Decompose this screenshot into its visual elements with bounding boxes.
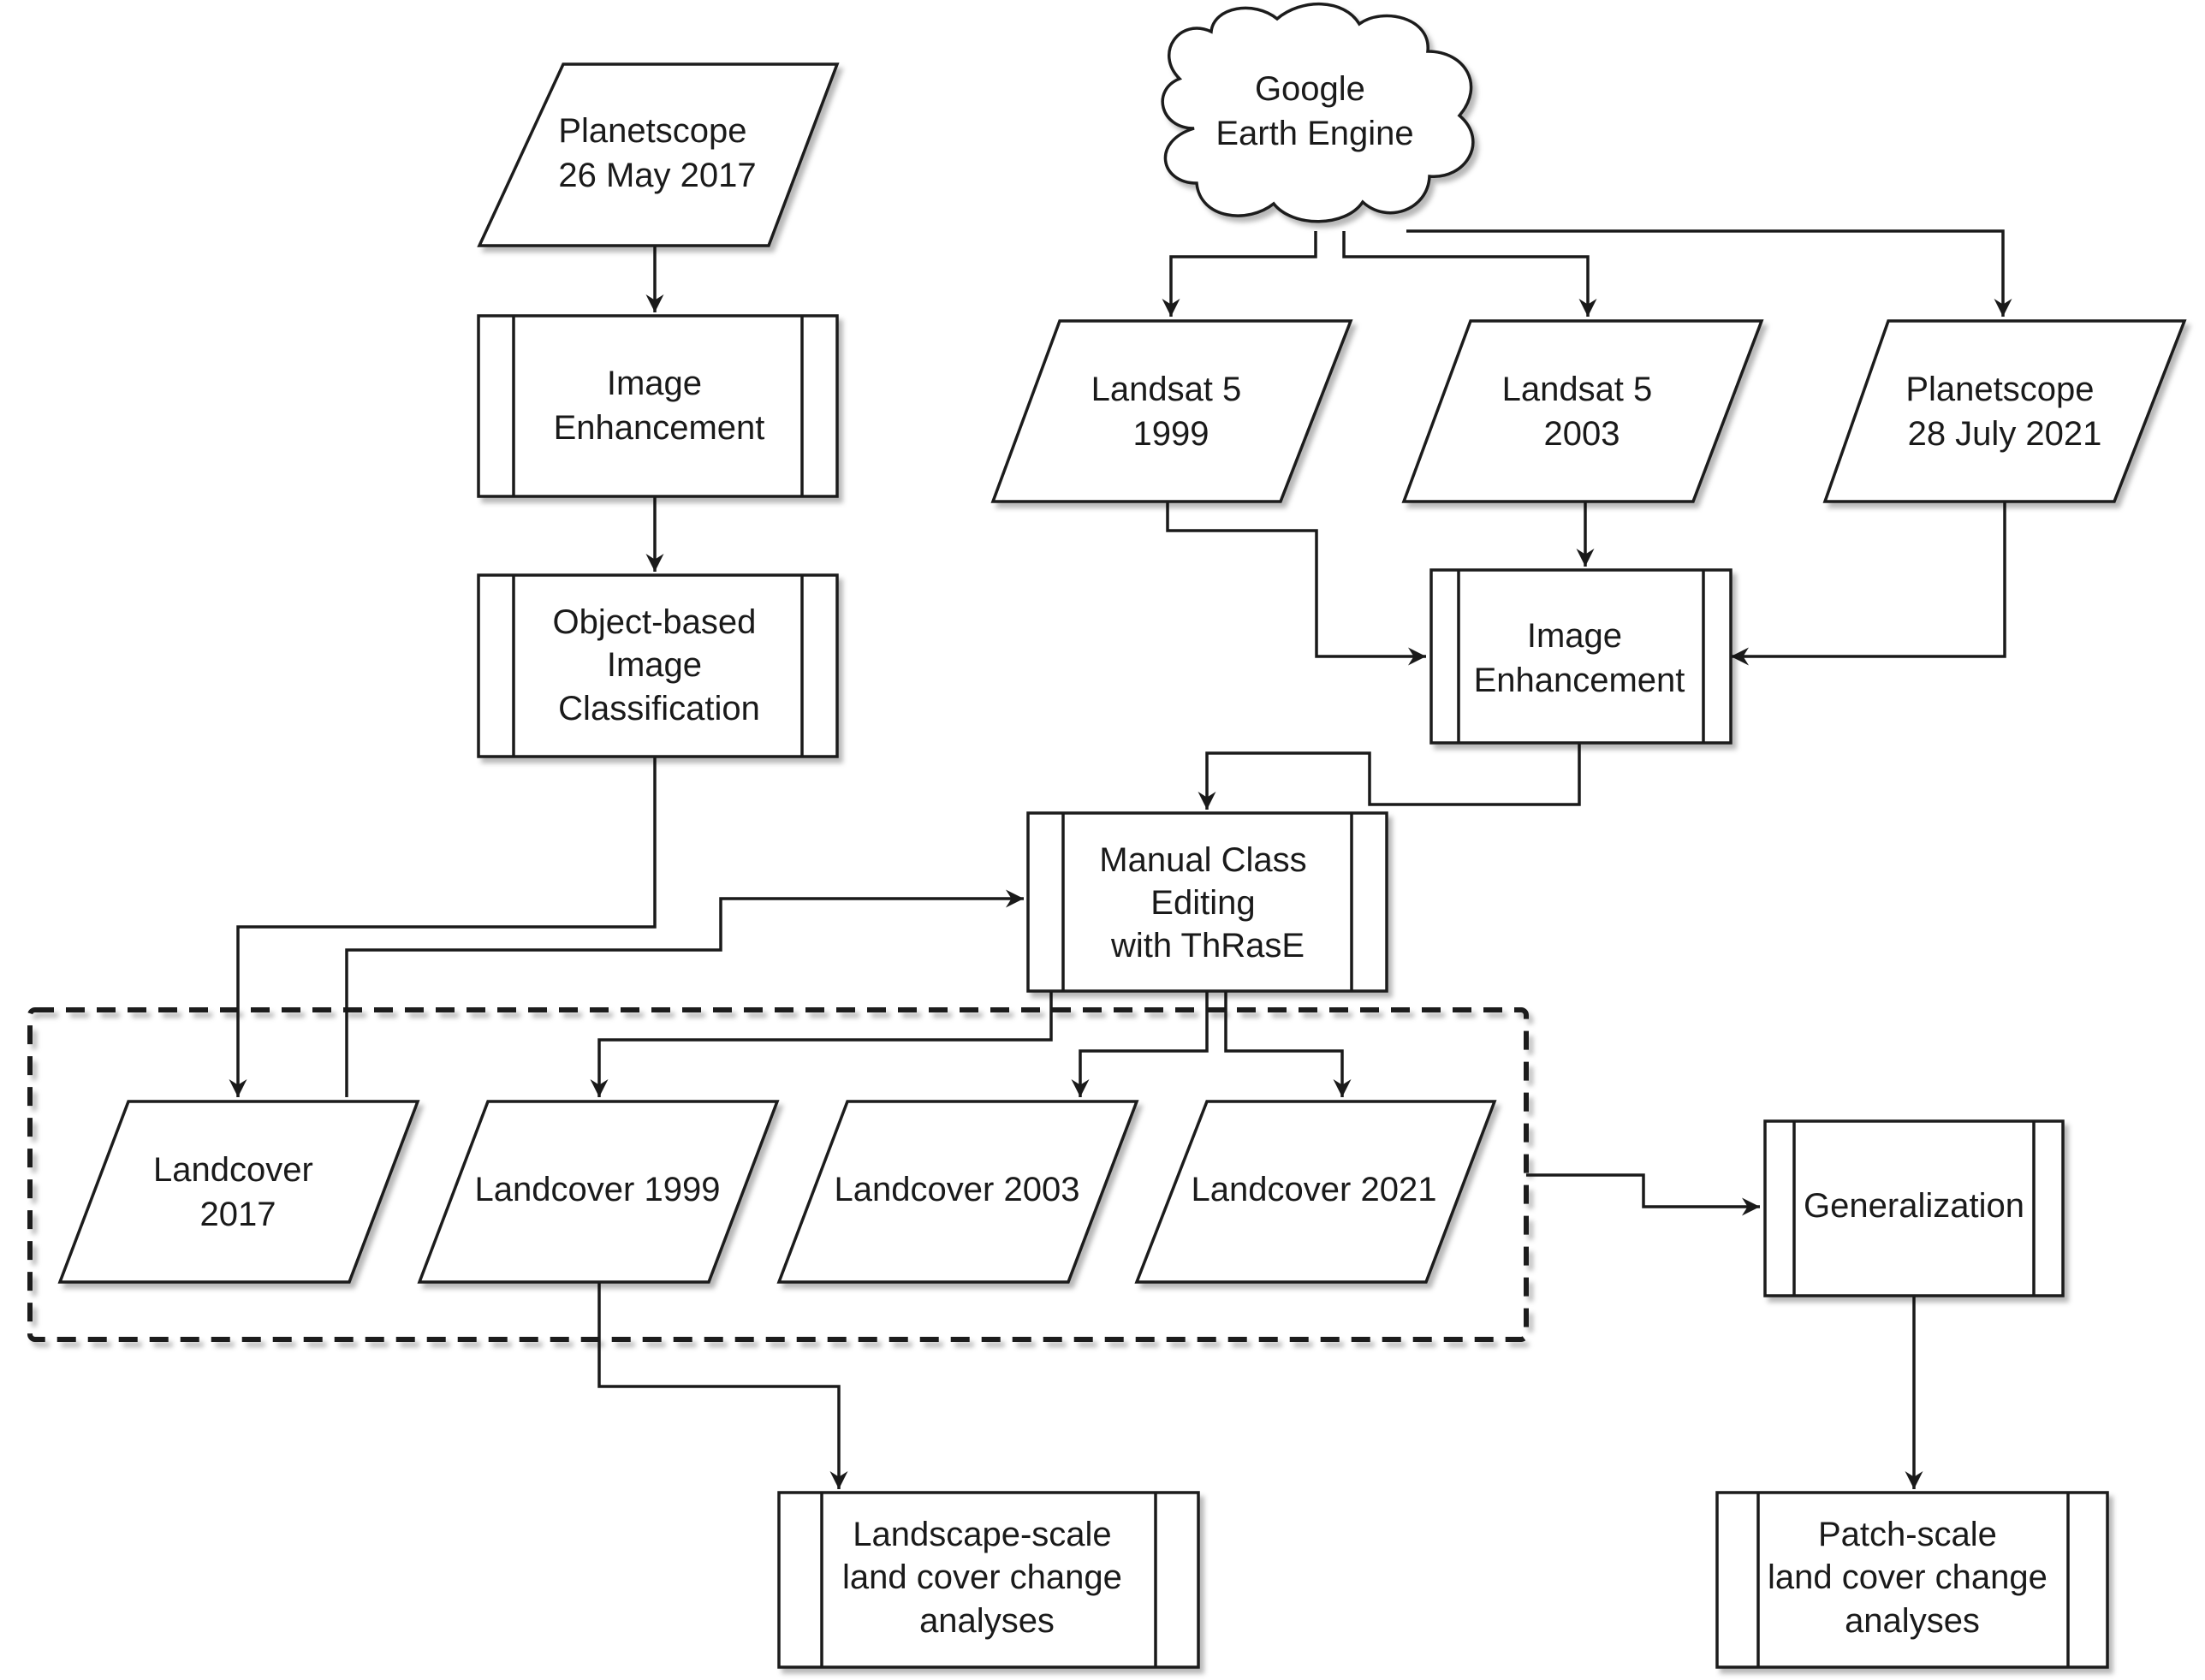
- node-landcover-1999: Landcover 1999: [417, 1100, 780, 1284]
- parallelogram-shape: [1822, 319, 2187, 503]
- patch-line-2: land cover change: [1768, 1558, 2048, 1596]
- edge-manual-to-lc2021: [1224, 991, 1352, 1097]
- node-image-enhancement-left: Image Enhancement: [477, 314, 839, 498]
- node-landsat-2003-label: Landsat 5 2003: [1502, 371, 1662, 453]
- ps2017-line-1: Planetscope: [558, 112, 746, 150]
- patch-line-3: analyses: [1845, 1602, 1980, 1640]
- node-patch-scale-analyses: Patch-scale land cover change analyses: [1715, 1491, 2109, 1669]
- gee-line-1: Google: [1255, 70, 1365, 108]
- process-box: [477, 573, 839, 758]
- cloud-icon: [1161, 3, 1475, 223]
- node-landcover-2003-label: Landcover 2003: [835, 1171, 1080, 1208]
- node-landscape-scale-analyses: Landscape-scale land cover change analys…: [777, 1491, 1200, 1669]
- parallelogram-shape: [990, 319, 1353, 503]
- patch-line-1: Patch-scale: [1818, 1516, 1997, 1553]
- ls1999-line-2: 1999: [1133, 415, 1209, 453]
- process-box: [1763, 1119, 2065, 1297]
- parallelogram-shape: [417, 1100, 780, 1284]
- obia-line-3: Classification: [558, 690, 760, 727]
- obia-line-1: Object-based: [552, 603, 756, 641]
- lc2021-line-1: Landcover 2021: [1192, 1171, 1437, 1208]
- node-image-enhancement-right-label: Image Enhancement: [1474, 617, 1685, 699]
- node-planetscope-2017-label: Planetscope 26 May 2017: [558, 112, 756, 194]
- node-image-enhancement-left-label: Image Enhancement: [554, 365, 765, 447]
- parallelogram-shape: [1401, 319, 1764, 503]
- ps2021-line-1: Planetscope: [1905, 371, 2094, 408]
- landscape-line-1: Landscape-scale: [853, 1516, 1111, 1553]
- landcover-group-frame: [27, 1007, 1529, 1342]
- node-manual-class-editing-label: Manual Class Editing with ThRasE: [1099, 841, 1316, 965]
- lc2017-line-2: 2017: [200, 1196, 276, 1233]
- node-landcover-2017: Landcover 2017: [57, 1100, 420, 1284]
- landscape-line-3: analyses: [919, 1602, 1055, 1640]
- node-landsat-1999: Landsat 5 1999: [990, 319, 1353, 503]
- process-box: [477, 314, 839, 498]
- ls1999-line-1: Landsat 5: [1091, 371, 1242, 408]
- process-box: [1429, 568, 1732, 745]
- edge-ps2021-to-enh-right: [1731, 502, 2006, 666]
- edges: [229, 229, 2012, 1489]
- parallelogram-shape: [477, 62, 840, 247]
- landscape-line-2: land cover change: [842, 1558, 1122, 1596]
- node-planetscope-2021: Planetscope 28 July 2021: [1822, 319, 2187, 503]
- edge-group-to-generalization: [1526, 1173, 1760, 1216]
- manual-line-1: Manual Class: [1099, 841, 1306, 879]
- node-google-earth-engine-label: Google Earth Engine: [1215, 70, 1413, 152]
- node-image-enhancement-right: Image Enhancement: [1429, 568, 1732, 745]
- process-box: [777, 1491, 1200, 1669]
- enh-left-line-2: Enhancement: [554, 409, 765, 447]
- edge-gee-to-ls1999: [1162, 231, 1317, 317]
- node-manual-class-editing: Manual Class Editing with ThRasE: [1026, 811, 1388, 993]
- node-landcover-2021: Landcover 2021: [1134, 1100, 1497, 1284]
- edge-gee-to-ls2003: [1342, 231, 1597, 317]
- node-planetscope-2017: Planetscope 26 May 2017: [477, 62, 840, 247]
- node-landcover-1999-label: Landcover 1999: [475, 1171, 721, 1208]
- node-patch-scale-analyses-label: Patch-scale land cover change analyses: [1768, 1516, 2057, 1640]
- process-box: [1715, 1491, 2109, 1669]
- manual-line-2: Editing: [1150, 884, 1255, 922]
- edge-obia-to-lc2017: [229, 757, 657, 1097]
- node-generalization: Generalization: [1763, 1119, 2065, 1297]
- edge-lc2017-to-manual: [345, 889, 1024, 1097]
- parallelogram-shape: [57, 1100, 420, 1284]
- edge-ls1999-to-enh-right: [1166, 502, 1426, 666]
- enh-left-line-1: Image: [607, 365, 702, 402]
- edge-lc1999-to-landscape: [597, 1282, 848, 1489]
- enh-right-line-2: Enhancement: [1474, 662, 1685, 699]
- node-landsat-2003: Landsat 5 2003: [1401, 319, 1764, 503]
- parallelogram-shape: [1134, 1100, 1497, 1284]
- node-landcover-2021-label: Landcover 2021: [1192, 1171, 1437, 1208]
- lc2017-line-1: Landcover: [153, 1151, 313, 1189]
- node-object-based-classification-label: Object-based Image Classification: [552, 603, 765, 727]
- lc2003-line-1: Landcover 2003: [835, 1171, 1080, 1208]
- node-landscape-scale-analyses-label: Landscape-scale land cover change analys…: [842, 1516, 1132, 1640]
- ps2021-line-2: 28 July 2021: [1908, 415, 2102, 453]
- node-landsat-1999-label: Landsat 5 1999: [1091, 371, 1251, 453]
- obia-line-2: Image: [607, 646, 702, 684]
- manual-line-3: with ThRasE: [1110, 927, 1305, 965]
- node-planetscope-2021-label: Planetscope 28 July 2021: [1905, 371, 2103, 453]
- ps2017-line-2: 26 May 2017: [558, 157, 756, 194]
- node-landcover-2003: Landcover 2003: [776, 1100, 1139, 1284]
- parallelogram-shape: [776, 1100, 1139, 1284]
- ls2003-line-2: 2003: [1544, 415, 1620, 453]
- node-generalization-label: Generalization: [1804, 1187, 2024, 1225]
- node-landcover-2017-label: Landcover 2017: [153, 1151, 323, 1233]
- enh-right-line-1: Image: [1527, 617, 1622, 655]
- edge-enh-right-to-manual: [1198, 743, 1581, 810]
- node-object-based-classification: Object-based Image Classification: [477, 573, 839, 758]
- gee-line-2: Earth Engine: [1215, 115, 1413, 152]
- process-box: [1026, 811, 1388, 993]
- edge-manual-to-lc1999: [590, 991, 1053, 1097]
- edge-gee-to-ps2021: [1406, 229, 2012, 317]
- generalization-line-1: Generalization: [1804, 1187, 2024, 1225]
- ls2003-line-1: Landsat 5: [1502, 371, 1653, 408]
- node-google-earth-engine: Google Earth Engine: [1161, 3, 1475, 223]
- lc1999-line-1: Landcover 1999: [475, 1171, 721, 1208]
- edge-manual-to-lc2003: [1071, 991, 1209, 1097]
